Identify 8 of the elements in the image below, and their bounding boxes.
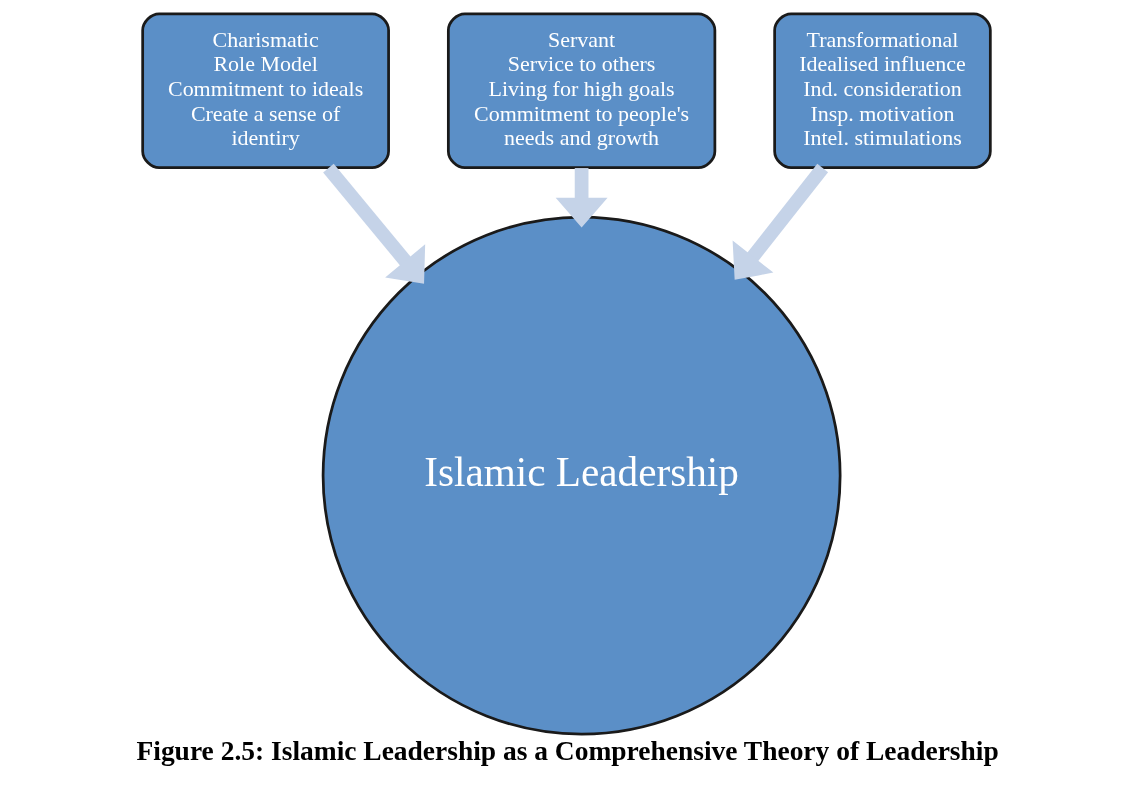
caption: Figure 2.5: Islamic Leadership as a Comprehensive Theory of Leadership [136, 736, 999, 767]
node-box: Servant Service to others Living for high goals Commitment to people's needs and growth [446, 12, 717, 170]
arrow [732, 163, 829, 280]
node-circle: Islamic Leadership [321, 215, 842, 736]
node-box: Transformational Idealised influence Ind. consideration Insp. motivation Intel. stimulations [773, 12, 992, 170]
arrow [555, 168, 608, 228]
arrow [323, 163, 426, 284]
node-box: Charismatic Role Model Commitment to ideals Create a sense of identiry [141, 12, 390, 170]
